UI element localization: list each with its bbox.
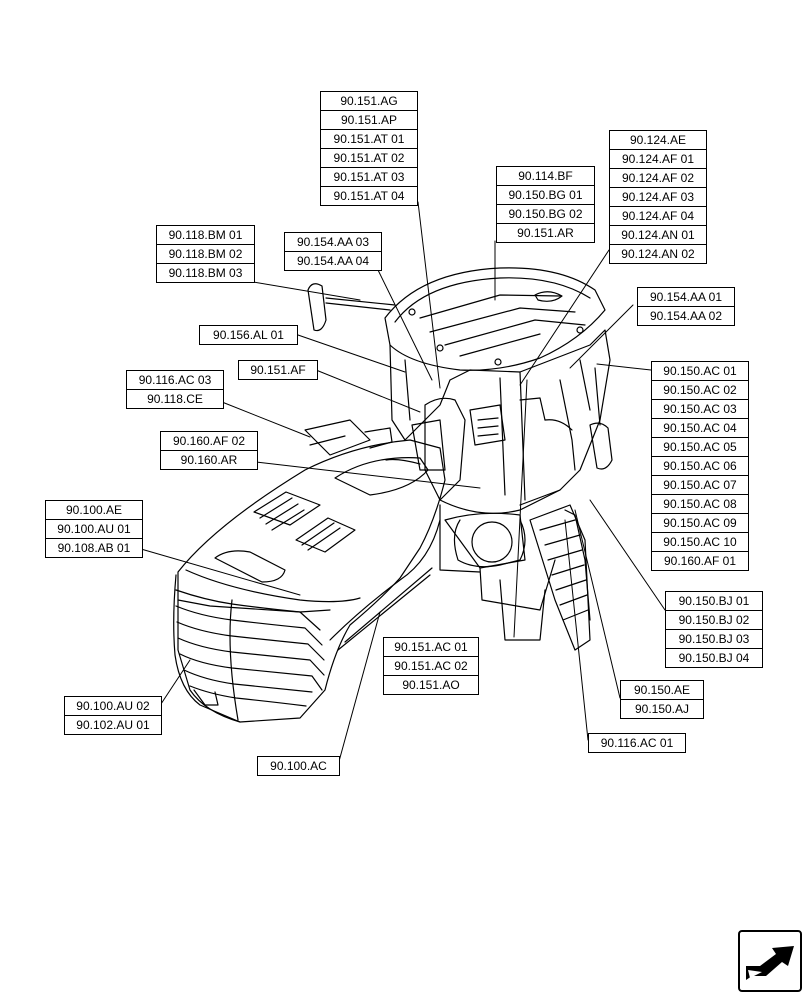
leader-lines xyxy=(140,201,666,766)
callout-exhaust[interactable]: 90.116.AC 03 90.118.CE xyxy=(126,370,224,409)
part-number: 90.150.AC 07 xyxy=(652,475,748,494)
callout-cab-roof-light[interactable]: 90.151.AG 90.151.AP 90.151.AT 01 90.151.… xyxy=(320,91,418,206)
part-number: 90.100.AE xyxy=(65,503,123,517)
part-number: 90.150.AJ xyxy=(621,699,703,718)
fuel-tank xyxy=(453,519,526,568)
callout-hood[interactable]: 90.100.AE 90.100.AU 01 90.108.AB 01 xyxy=(45,500,143,558)
part-number: 90.154.AA 03 xyxy=(296,235,370,249)
part-number: 90.151.AT 02 xyxy=(321,148,417,167)
part-number: 90.151.AC 01 xyxy=(394,640,468,654)
part-number: 90.150.AC 06 xyxy=(652,456,748,475)
cab-roof xyxy=(384,267,606,371)
part-number: 90.108.AB 01 xyxy=(46,538,142,557)
part-number: 90.100.AU 02 xyxy=(76,699,150,713)
part-number: 90.160.AR xyxy=(161,450,257,469)
part-number: 90.100.AU 01 xyxy=(46,519,142,538)
callout-cab-pillar-left[interactable]: 90.154.AA 03 90.154.AA 04 xyxy=(284,232,382,271)
part-number: 90.114.BF xyxy=(518,169,573,183)
grille-front xyxy=(173,574,325,723)
callout-side-panel[interactable]: 90.100.AC xyxy=(257,756,340,776)
part-number: 90.154.AA 02 xyxy=(638,306,734,325)
cab-frame xyxy=(389,329,611,514)
part-number: 90.118.CE xyxy=(127,389,223,408)
part-number: 90.151.AO xyxy=(384,675,478,694)
part-number: 90.151.AR xyxy=(497,223,594,242)
part-number: 90.124.AN 01 xyxy=(610,225,706,244)
callout-seat[interactable]: 90.151.AF xyxy=(238,360,318,380)
callout-step-guard[interactable]: 90.116.AC 01 xyxy=(588,733,686,753)
callout-door[interactable]: 90.151.AC 01 90.151.AC 02 90.151.AO xyxy=(383,637,479,695)
part-number: 90.150.BG 01 xyxy=(497,185,594,204)
callout-mirror-left[interactable]: 90.118.BM 01 90.118.BM 02 90.118.BM 03 xyxy=(156,225,255,283)
part-number: 90.118.BM 02 xyxy=(157,244,254,263)
part-number: 90.150.AE xyxy=(633,683,691,697)
cab-steps xyxy=(529,504,591,651)
part-number: 90.151.AC 02 xyxy=(384,656,478,675)
part-number: 90.118.BM 01 xyxy=(168,228,243,242)
part-number: 90.116.AC 01 xyxy=(600,736,674,750)
callout-grille[interactable]: 90.100.AU 02 90.102.AU 01 xyxy=(64,696,162,735)
part-number: 90.124.AF 04 xyxy=(610,206,706,225)
part-number: 90.124.AE xyxy=(629,133,687,147)
callout-cab-rear[interactable]: 90.156.AL 01 xyxy=(199,325,298,345)
side-body xyxy=(329,504,556,651)
left-mirror xyxy=(307,283,396,332)
part-number: 90.150.AC 01 xyxy=(663,364,737,378)
right-mirror xyxy=(589,367,613,470)
callout-steps[interactable]: 90.150.BJ 01 90.150.BJ 02 90.150.BJ 03 9… xyxy=(665,591,763,668)
part-number: 90.150.BJ 04 xyxy=(666,648,762,667)
callout-handrail[interactable]: 90.150.AE 90.150.AJ xyxy=(620,680,704,719)
part-number: 90.150.BJ 03 xyxy=(666,629,762,648)
part-number: 90.150.AC 03 xyxy=(652,399,748,418)
part-number: 90.151.AF xyxy=(250,363,306,377)
part-number: 90.151.AP xyxy=(321,110,417,129)
callout-cab-frame[interactable]: 90.124.AE 90.124.AF 01 90.124.AF 02 90.1… xyxy=(609,130,707,264)
part-number: 90.150.AC 09 xyxy=(652,513,748,532)
part-number: 90.118.BM 03 xyxy=(157,263,254,282)
part-number: 90.160.AF 01 xyxy=(652,551,748,570)
part-number: 90.154.AA 04 xyxy=(285,251,381,270)
part-number: 90.150.AC 02 xyxy=(652,380,748,399)
part-number: 90.150.AC 10 xyxy=(652,532,748,551)
part-number: 90.150.BJ 01 xyxy=(678,594,750,608)
part-number: 90.150.BG 02 xyxy=(497,204,594,223)
part-number: 90.160.AF 02 xyxy=(172,434,246,448)
part-number: 90.151.AT 04 xyxy=(321,186,417,205)
part-number: 90.124.AN 02 xyxy=(610,244,706,263)
hood-outline xyxy=(177,439,446,723)
part-number: 90.150.AC 08 xyxy=(652,494,748,513)
part-number: 90.102.AU 01 xyxy=(65,715,161,734)
callout-cab-glass[interactable]: 90.150.AC 01 90.150.AC 02 90.150.AC 03 9… xyxy=(651,361,749,571)
part-number: 90.151.AT 01 xyxy=(321,129,417,148)
part-number: 90.151.AG xyxy=(340,94,398,108)
callout-cab-roof[interactable]: 90.114.BF 90.150.BG 01 90.150.BG 02 90.1… xyxy=(496,166,595,243)
exhaust-pipe xyxy=(304,419,393,456)
part-number: 90.151.AT 03 xyxy=(321,167,417,186)
part-number: 90.150.AC 05 xyxy=(652,437,748,456)
part-number: 90.124.AF 03 xyxy=(610,187,706,206)
part-number: 90.150.BJ 02 xyxy=(666,610,762,629)
next-page-arrow-icon[interactable] xyxy=(738,930,802,992)
part-number: 90.100.AC xyxy=(270,759,327,773)
part-number: 90.124.AF 02 xyxy=(610,168,706,187)
part-number: 90.154.AA 01 xyxy=(649,290,723,304)
part-number: 90.156.AL 01 xyxy=(213,328,284,342)
part-number: 90.116.AC 03 xyxy=(138,373,212,387)
part-number: 90.150.AC 04 xyxy=(652,418,748,437)
callout-cab-pillar-right[interactable]: 90.154.AA 01 90.154.AA 02 xyxy=(637,287,735,326)
callout-cab-panel[interactable]: 90.160.AF 02 90.160.AR xyxy=(160,431,258,470)
part-number: 90.124.AF 01 xyxy=(610,149,706,168)
